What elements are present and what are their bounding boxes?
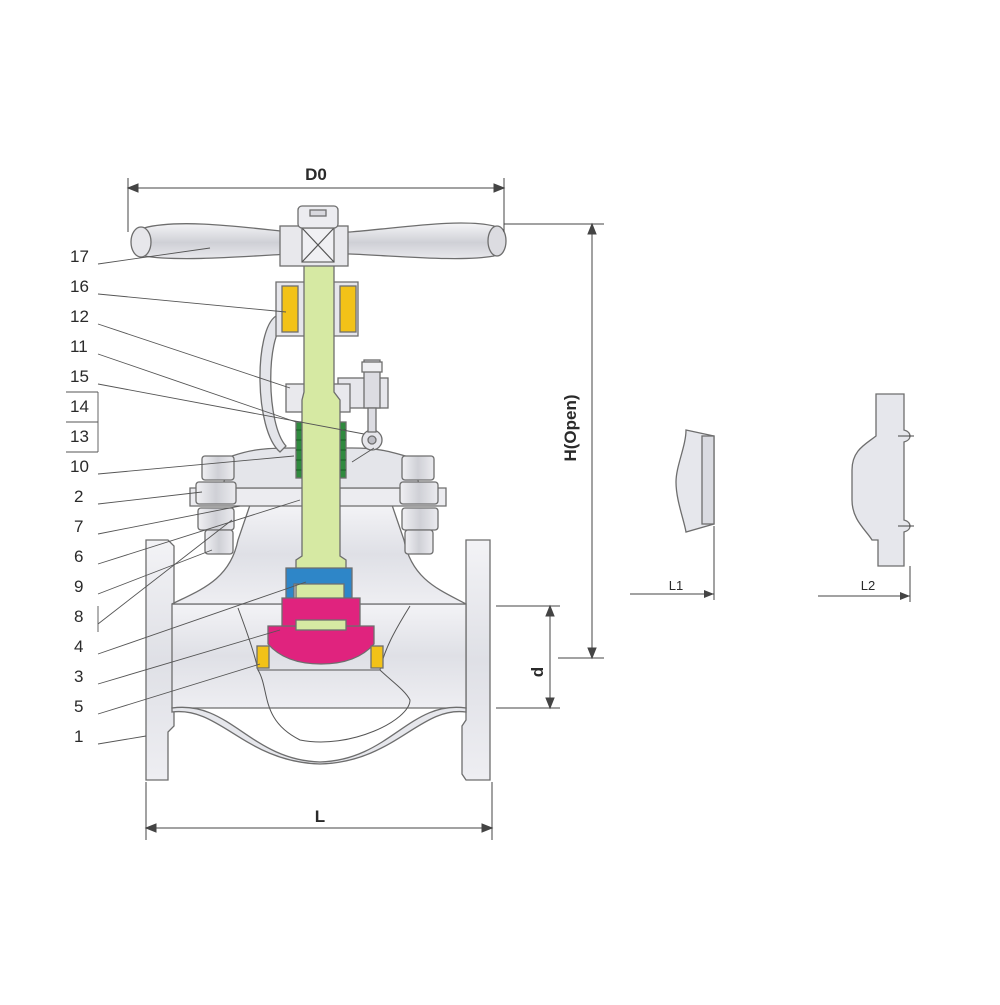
dim-l-label: L: [315, 807, 325, 826]
part-label: 16: [70, 277, 89, 296]
part-label: 15: [70, 367, 89, 386]
end-view-l2: [818, 393, 914, 602]
part-label: 17: [70, 247, 89, 266]
seat-ring-left: [256, 645, 270, 669]
part-label: 9: [74, 577, 83, 596]
handwheel: [130, 205, 507, 267]
dim-d-label: d: [528, 667, 547, 677]
body-belly: [171, 706, 467, 765]
label-separators: [66, 391, 99, 632]
dimension-lines: [126, 178, 604, 840]
part-label: 7: [74, 517, 83, 536]
part-label: 14: [70, 397, 89, 416]
end-view-l1: [630, 429, 715, 600]
left-flange: [145, 539, 175, 781]
lower-passage: [257, 669, 411, 743]
part-label: 3: [74, 667, 83, 686]
part-label: 6: [74, 547, 83, 566]
seat-ring-right: [370, 645, 384, 669]
gland-eyebolt: [337, 359, 389, 451]
dim-height-label: H(Open): [561, 394, 580, 461]
part-label: 11: [70, 337, 88, 356]
part-label: 4: [74, 637, 83, 656]
part-number-labels: 17 16 12 11 15 14 13 10 2 7 6 9 8 4 3 5 …: [70, 247, 89, 746]
leader-lines: [97, 247, 375, 745]
stem-tip: [295, 619, 347, 631]
dim-l1-label: L1: [669, 578, 683, 593]
part-label: 2: [74, 487, 83, 506]
part-label: 5: [74, 697, 83, 716]
part-label: 13: [70, 427, 89, 446]
bonnet-bolts: [195, 455, 439, 555]
right-bolt: [399, 455, 439, 555]
yoke-bushing: [281, 285, 357, 333]
yoke-arm: [259, 315, 287, 453]
part-label: 8: [74, 607, 83, 626]
dim-l2-label: L2: [861, 578, 875, 593]
dim-d0-label: D0: [305, 165, 327, 184]
part-label: 12: [70, 307, 89, 326]
part-label: 1: [74, 727, 83, 746]
part-label: 10: [70, 457, 89, 476]
disc-top: [281, 597, 361, 627]
disc: [267, 625, 375, 665]
